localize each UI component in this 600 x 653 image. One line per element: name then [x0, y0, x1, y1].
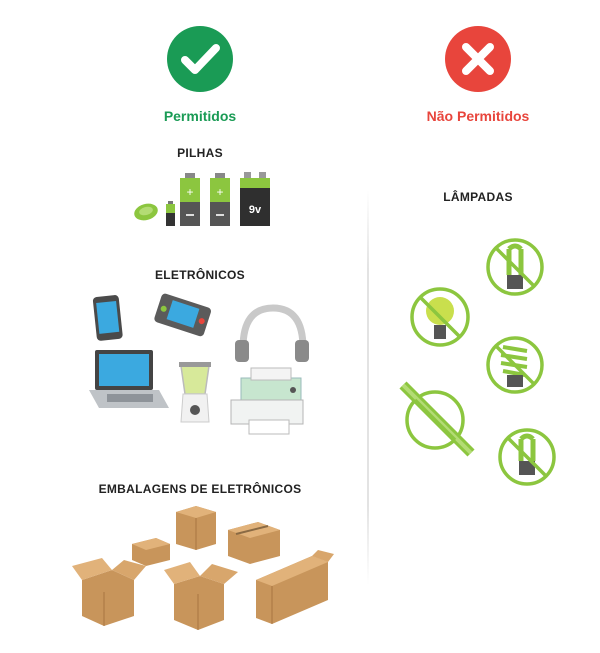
blender-icon: [179, 362, 211, 423]
column-divider: [367, 190, 369, 585]
electronics-illustration: [85, 290, 315, 440]
check-icon: [167, 26, 233, 92]
aa-battery-icon: +: [210, 173, 230, 226]
open-box-icon: [164, 562, 238, 630]
packaging-illustration: [72, 500, 334, 636]
headphones-icon: [235, 304, 309, 362]
allowed-badge: [166, 25, 234, 93]
cfl-lamp-prohibited-icon: [498, 428, 556, 486]
battery-label: 9v: [248, 204, 262, 216]
section-title-electronics: ELETRÔNICOS: [155, 268, 245, 282]
allowed-title: Permitidos: [163, 108, 237, 124]
tube-lamp-prohibited-icon: [399, 381, 475, 457]
spiral-lamp-prohibited-icon: [486, 336, 544, 394]
incandescent-lamp-prohibited-icon: [410, 287, 470, 347]
cfl-lamp-prohibited-icon: [486, 238, 544, 296]
coin-battery-icon: [134, 203, 158, 221]
aa-battery-icon: +: [180, 173, 200, 226]
9v-battery-icon: [240, 172, 270, 226]
game-console-icon: [154, 293, 212, 337]
lamps-illustration: [395, 235, 565, 490]
printer-icon: [230, 367, 304, 435]
section-title-packaging: EMBALAGENS DE ELETRÔNICOS: [98, 482, 302, 496]
section-title-lamps: LÂMPADAS: [443, 190, 513, 204]
svg-text:+: +: [186, 185, 193, 199]
not-allowed-title: Não Permitidos: [426, 108, 530, 124]
svg-text:+: +: [216, 185, 223, 199]
smartphone-icon: [92, 295, 123, 341]
section-title-batteries: PILHAS: [177, 146, 223, 160]
box-icon: [176, 506, 216, 550]
batteries-illustration: + + 9v: [128, 166, 278, 228]
box-icon: [228, 522, 280, 564]
open-box-icon: [72, 558, 146, 626]
x-icon: [445, 26, 511, 92]
aaa-battery-icon: [166, 201, 175, 226]
box-icon: [132, 538, 170, 566]
not-allowed-badge: [444, 25, 512, 93]
laptop-icon: [89, 350, 169, 408]
long-box-icon: [256, 550, 334, 624]
